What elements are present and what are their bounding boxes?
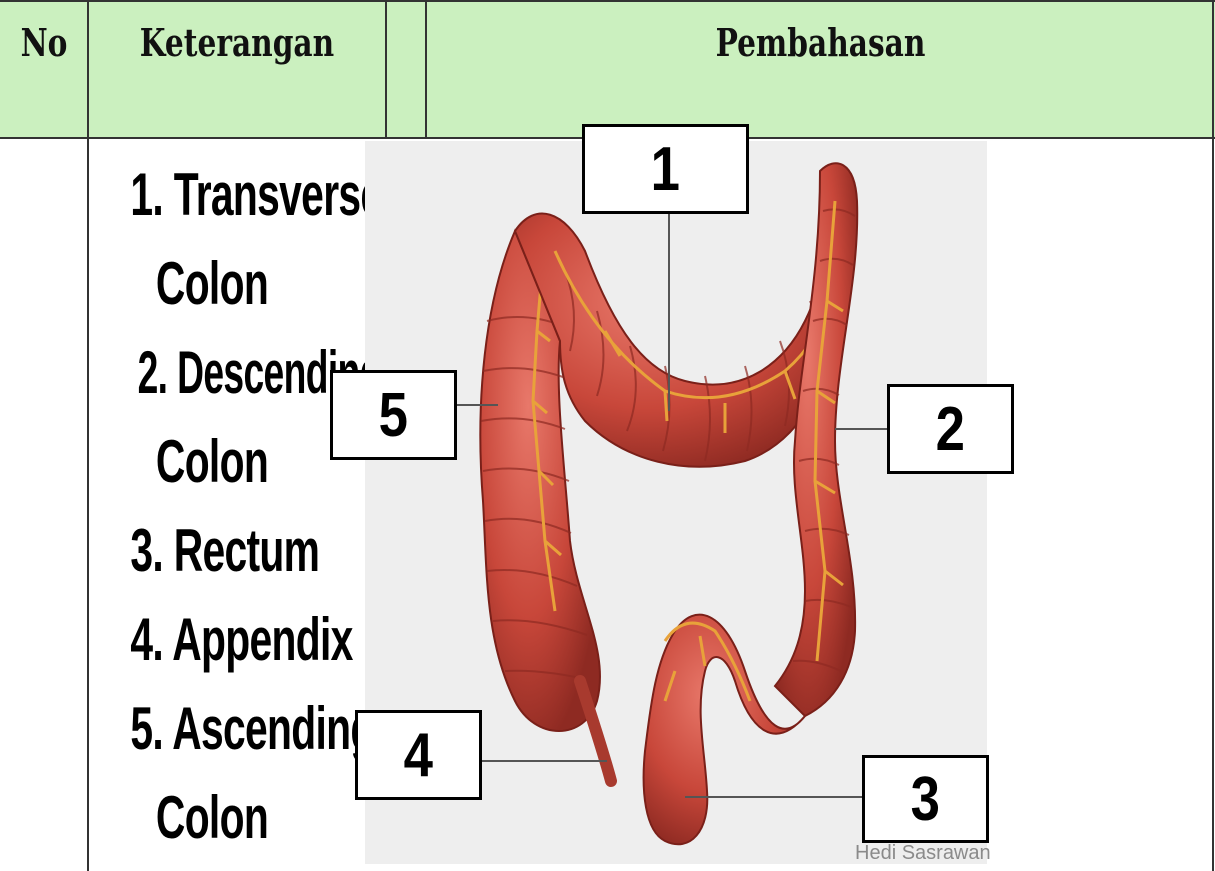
legend-item-3: 3. Rectum — [130, 506, 293, 595]
header-keterangan: Keterangan — [121, 20, 353, 65]
label-5: 5 — [379, 373, 408, 459]
table-right-border — [1212, 0, 1214, 871]
header-no: No — [10, 20, 79, 65]
legend-item-5-cont: Colon — [130, 773, 293, 862]
legend-item-4: 4. Appendix — [130, 595, 293, 684]
table-header-row: No Keterangan Pembahasan — [0, 0, 1215, 139]
label-4: 4 — [404, 713, 433, 799]
label-box-1: 1 — [582, 124, 749, 214]
legend-item-1: 1. Transverse — [130, 150, 293, 239]
legend-item-5: 5. Ascending — [130, 684, 293, 773]
legend-item-2-cont: Colon — [130, 417, 293, 506]
column-divider-no — [87, 0, 89, 871]
watermark: Hedi Sasrawan — [855, 842, 991, 865]
header-pembahasan-cell: Pembahasan — [426, 2, 1215, 137]
label-box-3: 3 — [862, 755, 989, 843]
label-box-5: 5 — [330, 370, 457, 460]
label-3: 3 — [911, 758, 940, 842]
column-divider-keterangan — [385, 0, 387, 139]
header-keterangan-cell: Keterangan — [88, 2, 386, 137]
label-2: 2 — [936, 387, 965, 473]
column-divider-empty — [425, 0, 427, 139]
legend-list: 1. Transverse Colon 2. Descending Colon … — [92, 150, 332, 862]
header-pembahasan: Pembahasan — [513, 20, 1128, 65]
label-box-2: 2 — [887, 384, 1014, 474]
label-box-4: 4 — [355, 710, 482, 800]
label-1: 1 — [651, 127, 680, 213]
header-no-cell: No — [0, 2, 88, 137]
legend-item-2: 2. Descending — [138, 328, 287, 417]
legend-item-1-cont: Colon — [130, 239, 293, 328]
